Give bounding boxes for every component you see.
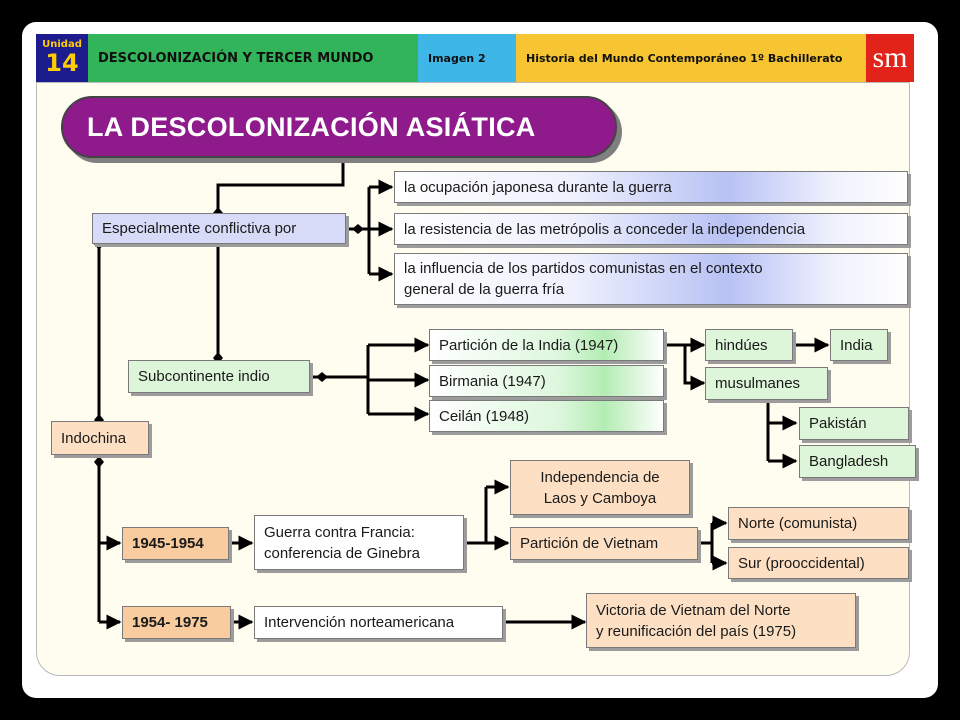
main-title: LA DESCOLONIZACIÓN ASIÁTICA: [61, 96, 617, 158]
node-intervencion: Intervención norteamericana: [254, 606, 503, 639]
header-title: DESCOLONIZACIÓN Y TERCER MUNDO: [88, 34, 418, 82]
subject-label: Historia del Mundo Contemporáneo 1º Bach…: [516, 34, 866, 82]
unit-label: Unidad: [42, 39, 82, 50]
node-bangladesh: Bangladesh: [799, 445, 916, 478]
node-hindues: hindúes: [705, 329, 793, 361]
node-pakistan: Pakistán: [799, 407, 909, 440]
node-guerra-francia: Guerra contra Francia: conferencia de Gi…: [254, 515, 464, 570]
node-influencia-line1: la influencia de los partidos comunistas…: [404, 260, 763, 277]
node-independencia-line2: Laos y Camboya: [543, 489, 657, 507]
node-victoria-line1: Victoria de Vietnam del Norte: [596, 601, 791, 619]
period-1945-1954: 1945-1954: [122, 527, 229, 560]
unit-number: 14: [45, 49, 79, 77]
node-subcontinente: Subcontinente indio: [128, 360, 310, 393]
node-independencia-line1: Independencia de: [540, 468, 660, 486]
node-india: India: [830, 329, 888, 361]
node-especialmente: Especialmente conflictiva por: [92, 213, 346, 244]
node-particion-vietnam: Partición de Vietnam: [510, 527, 698, 560]
node-guerra-line2: conferencia de Ginebra: [264, 544, 420, 562]
node-sur: Sur (prooccidental): [728, 547, 909, 579]
image-label: Imagen 2: [418, 34, 516, 82]
node-victoria-line2: y reunificación del país (1975): [596, 622, 797, 640]
node-norte: Norte (comunista): [728, 507, 909, 540]
header-bar: Unidad 14 DESCOLONIZACIÓN Y TERCER MUNDO…: [36, 34, 914, 82]
node-guerra-line1: Guerra contra Francia:: [264, 523, 415, 541]
node-influencia: la influencia de los partidos comunistas…: [394, 253, 908, 305]
node-birmania: Birmania (1947): [429, 365, 664, 397]
node-influencia-line2: general de la guerra fría: [404, 281, 565, 298]
unit-badge: Unidad 14: [36, 34, 88, 82]
node-particion-india: Partición de la India (1947): [429, 329, 664, 361]
node-victoria: Victoria de Vietnam del Norte y reunific…: [586, 593, 856, 648]
node-musulmanes: musulmanes: [705, 367, 828, 400]
node-ocupacion: la ocupación japonesa durante la guerra: [394, 171, 908, 203]
node-independencia-laos: Independencia de Laos y Camboya: [510, 460, 690, 515]
node-indochina: Indochina: [51, 421, 149, 455]
node-ceilan: Ceilán (1948): [429, 400, 664, 432]
node-resistencia: la resistencia de las metrópolis a conce…: [394, 213, 908, 245]
period-1954-1975: 1954- 1975: [122, 606, 231, 639]
sm-logo: sm: [866, 34, 914, 82]
